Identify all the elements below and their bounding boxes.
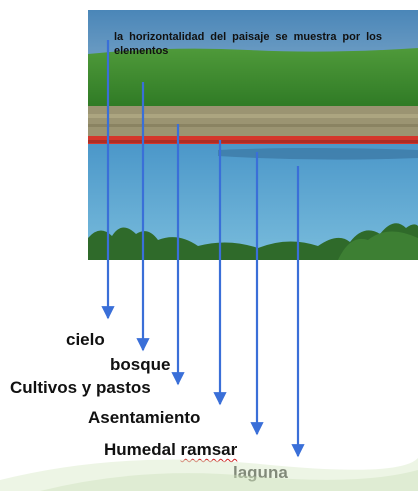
label-humedal-text: Humedal (104, 440, 181, 459)
photo-caption: la horizontalidad del paisaje se muestra… (114, 31, 382, 57)
footer-decoration (0, 458, 418, 491)
label-humedal: Humedal ramsar (104, 440, 237, 460)
wetland-strip (218, 148, 418, 160)
label-asentamiento: Asentamiento (88, 408, 201, 427)
label-humedal-suffix: ramsar (180, 440, 238, 459)
label-cielo: cielo (66, 330, 105, 349)
label-cultivos: Cultivos y pastos (10, 378, 151, 397)
label-bosque: bosque (110, 355, 171, 374)
forest-band (88, 48, 418, 108)
shore-vegetation (88, 223, 418, 260)
